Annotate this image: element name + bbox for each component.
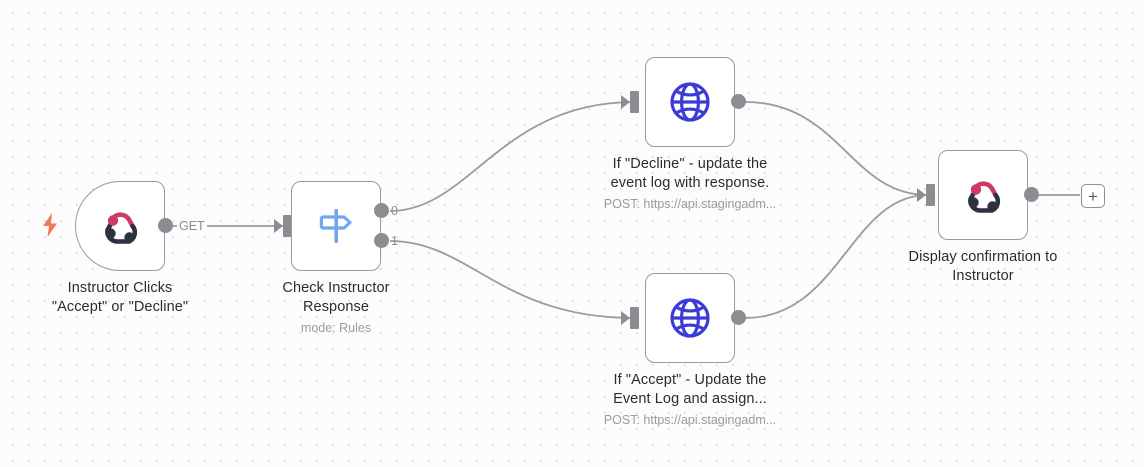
globe-icon — [670, 82, 710, 122]
caption-check-instructor-response: Check Instructor Response — [282, 280, 390, 315]
caption-instructor-clicks-trigger: Instructor Clicks "Accept" or "Decline" — [51, 280, 189, 315]
node-decline-http-request[interactable] — [645, 57, 735, 147]
webhook-icon — [105, 212, 138, 244]
port-out-display-confirmation[interactable] — [1024, 187, 1039, 202]
port-out-accept-http[interactable] — [731, 310, 746, 325]
port-in-accept-http[interactable] — [621, 307, 639, 329]
subtitle-check-instructor-response: mode: Rules — [300, 321, 372, 335]
node-check-instructor-response[interactable] — [291, 181, 381, 271]
edge-label-get: GET — [177, 219, 207, 233]
plus-icon: + — [1088, 186, 1098, 206]
port-out-trigger[interactable] — [158, 218, 173, 233]
subtitle-accept-http-request: POST: https://api.stagingadm... — [603, 413, 777, 427]
port-label-switch-0: 0 — [391, 204, 398, 218]
port-label-switch-1: 1 — [391, 234, 398, 248]
port-out-switch-1[interactable] — [374, 233, 389, 248]
port-in-display-confirmation[interactable] — [917, 184, 935, 206]
subtitle-decline-http-request: POST: https://api.stagingadm... — [603, 197, 777, 211]
node-accept-http-request[interactable] — [645, 273, 735, 363]
caption-decline-http-request: If "Decline" - update the event log with… — [610, 156, 770, 191]
node-display-confirmation[interactable] — [938, 150, 1028, 240]
caption-display-confirmation: Display confirmation to Instructor — [908, 249, 1058, 284]
caption-accept-http-request: If "Accept" - Update the Event Log and a… — [613, 372, 767, 407]
port-out-decline-http[interactable] — [731, 94, 746, 109]
webhook-icon — [968, 181, 1001, 213]
signpost-icon — [319, 209, 352, 243]
node-instructor-clicks-trigger[interactable] — [75, 181, 165, 271]
globe-icon — [670, 298, 710, 338]
trigger-bolt-icon — [40, 212, 60, 238]
edge-switch1-to-accept — [389, 240, 635, 319]
port-out-switch-0[interactable] — [374, 203, 389, 218]
add-node-button[interactable]: + — [1081, 184, 1105, 208]
port-in-decline-http[interactable] — [621, 91, 639, 113]
port-in-switch[interactable] — [274, 215, 292, 237]
